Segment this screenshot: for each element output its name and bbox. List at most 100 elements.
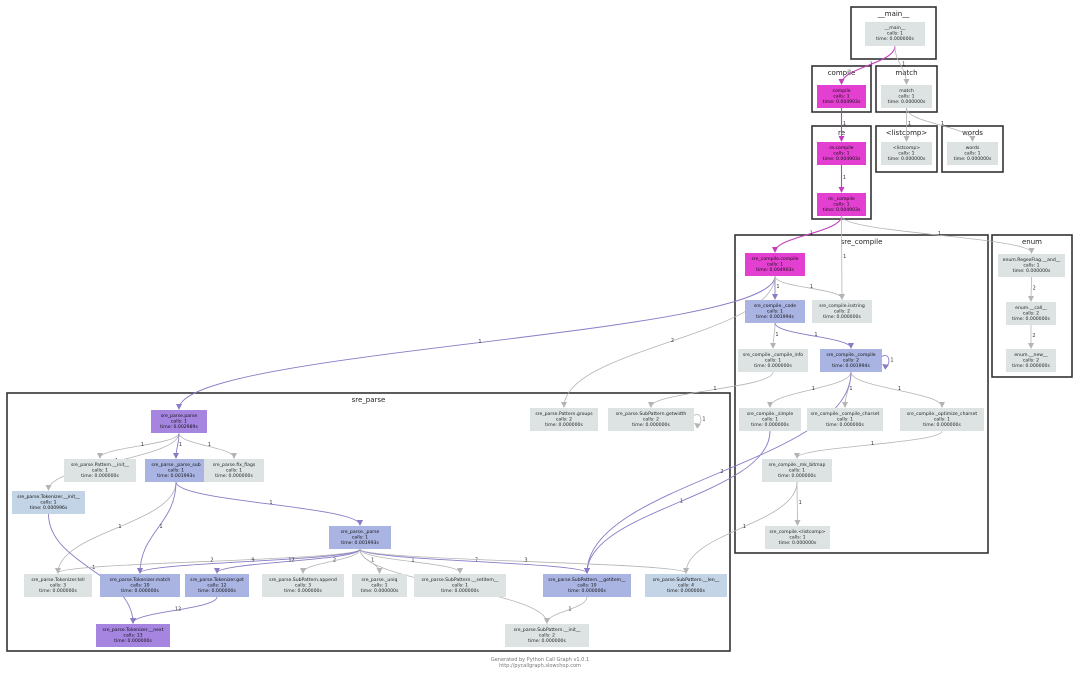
- node-box[interactable]: [739, 408, 801, 431]
- node-time: time: 0.000000s: [954, 156, 992, 162]
- node-box[interactable]: [543, 574, 631, 597]
- node-box[interactable]: [807, 408, 883, 431]
- node-box[interactable]: [96, 624, 170, 647]
- edge-line: [794, 481, 801, 526]
- edge-count-label: 12: [175, 607, 181, 613]
- node-box[interactable]: [530, 408, 598, 431]
- node-box[interactable]: [151, 410, 207, 433]
- node-time: time: 0.000000s: [121, 588, 159, 594]
- node-sp-pattern-init[interactable]: sre_parse.Pattern.__init__calls: 1time: …: [64, 459, 136, 482]
- cluster-frame: [6, 392, 731, 652]
- node-sp-len[interactable]: sre_parse.SubPattern.__len__calls: 4time…: [645, 574, 727, 597]
- node-box[interactable]: [900, 408, 984, 431]
- node-name: re._compile: [828, 196, 855, 202]
- node-name: match: [899, 88, 914, 94]
- node-box[interactable]: [414, 574, 506, 597]
- node-box[interactable]: [817, 142, 866, 165]
- node-calls: calls: 2: [834, 309, 850, 315]
- node-box[interactable]: [262, 574, 344, 597]
- node-name: sre_compile.compile: [752, 256, 799, 262]
- node-box[interactable]: [765, 526, 830, 549]
- node-box[interactable]: [947, 142, 998, 165]
- node-box[interactable]: [817, 193, 866, 216]
- node-box[interactable]: [1006, 349, 1056, 372]
- node-box[interactable]: [998, 254, 1065, 277]
- node-box[interactable]: [865, 22, 925, 46]
- edge-re--compile-to-enum-and: 1: [841, 215, 1035, 254]
- edge-enum-and-to-enum-call: 2: [1028, 276, 1036, 302]
- node-box[interactable]: [608, 408, 694, 431]
- node-box[interactable]: [738, 349, 808, 372]
- node-box[interactable]: [745, 300, 805, 323]
- node-box[interactable]: [745, 253, 805, 276]
- node-box[interactable]: [881, 85, 932, 108]
- node-box[interactable]: [64, 459, 136, 482]
- node-box[interactable]: [645, 574, 727, 597]
- node-sp-subinit[interactable]: sre_parse.SubPattern.__init__calls: 2tim…: [505, 624, 589, 647]
- edge-count-label: 1: [812, 386, 815, 392]
- node-box[interactable]: [1006, 302, 1056, 325]
- node-box[interactable]: [881, 142, 932, 165]
- node-sp-tok-init[interactable]: sre_parse.Tokenizer.__init__calls: 1time…: [12, 491, 85, 514]
- node-box[interactable]: [812, 300, 872, 323]
- node-box[interactable]: [12, 491, 85, 514]
- node-box[interactable]: [185, 574, 249, 597]
- node-box[interactable]: [24, 574, 92, 597]
- node-box[interactable]: [329, 526, 391, 549]
- edge-sp--parse-to-sp-getitem: 7: [359, 548, 590, 574]
- node-box[interactable]: [820, 349, 882, 372]
- node-name: words: [966, 145, 980, 151]
- node-sp-getitem[interactable]: sre_parse.SubPattern.__getitem__calls: 1…: [543, 574, 631, 597]
- node-calls: calls: 2: [843, 358, 859, 364]
- node-box[interactable]: [100, 574, 180, 597]
- node-box[interactable]: [762, 459, 832, 482]
- node-time: time: 0.000000s: [923, 422, 961, 428]
- node-box[interactable]: [204, 459, 264, 482]
- edge-count-label: 1: [680, 499, 683, 505]
- edge-count-label: 2: [1033, 286, 1036, 292]
- node-calls: calls: 1: [833, 202, 849, 208]
- cluster-frame: [850, 6, 937, 60]
- node-box[interactable]: [817, 85, 866, 108]
- node-time: time: 0.000000s: [545, 422, 583, 428]
- edge-sp-parse-to-sp-parse-sub: 1: [173, 432, 182, 459]
- edge-sp--parse-to-sp-len: 3: [359, 548, 689, 574]
- node-box[interactable]: [352, 574, 407, 597]
- node-box[interactable]: [505, 624, 589, 647]
- node-box[interactable]: [145, 459, 207, 482]
- node-name: re.compile: [829, 145, 853, 151]
- node-sp-setitem[interactable]: sre_parse.SubPattern.__setitem__calls: 1…: [414, 574, 506, 597]
